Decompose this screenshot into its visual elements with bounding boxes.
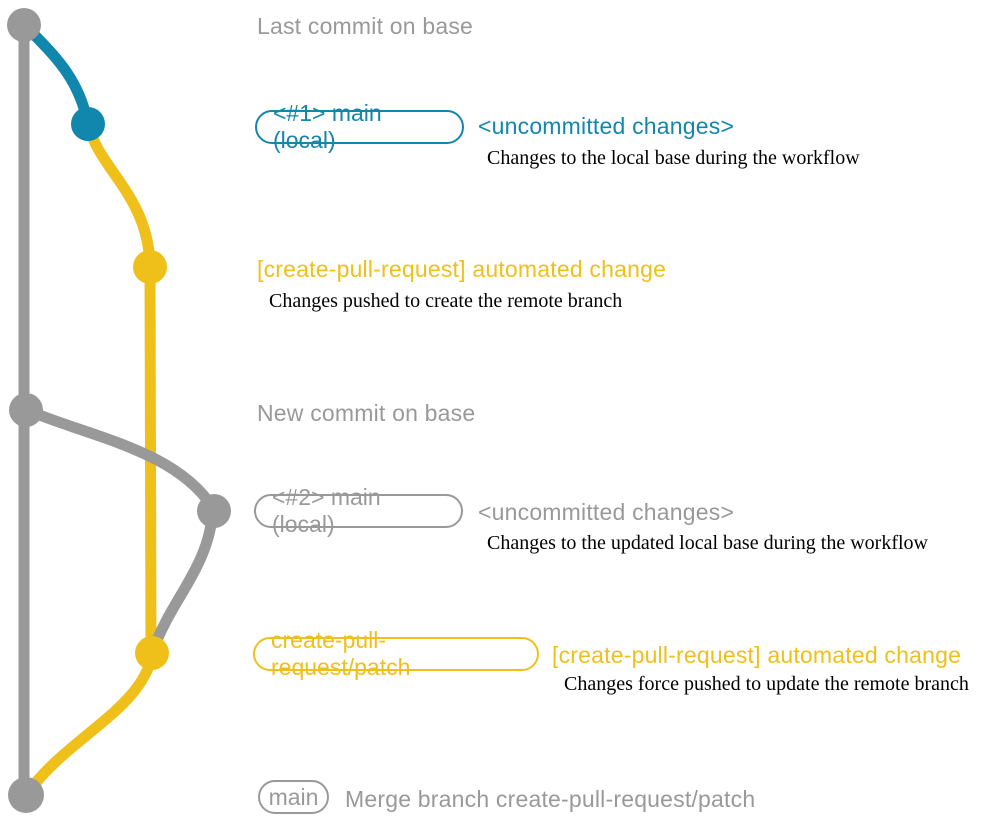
commit-node-patch-2 — [135, 636, 169, 670]
detail-updated-local-base-changes: Changes to the updated local base during… — [487, 532, 928, 554]
note-uncommitted-changes-1: <uncommitted changes> — [478, 113, 735, 139]
heading-automated-change-2: [create-pull-request] automated change — [552, 642, 962, 668]
detail-changes-pushed: Changes pushed to create the remote bran… — [269, 290, 623, 312]
merge-edge — [22, 648, 158, 799]
badge-main-local-1: <#1> main (local) — [255, 100, 464, 153]
badge-patch-branch: create-pull-request/patch — [253, 627, 539, 680]
badge-main: main — [258, 780, 329, 814]
heading-automated-change-1: [create-pull-request] automated change — [257, 256, 667, 282]
updated-base-edge — [21, 404, 219, 654]
commit-node-local-main-1 — [71, 107, 105, 141]
commit-node-patch-1 — [133, 250, 167, 284]
git-graph — [7, 8, 231, 813]
commit-node-merge — [8, 777, 44, 813]
detail-local-base-changes: Changes to the local base during the wor… — [487, 147, 860, 169]
commit-node-base-new — [9, 393, 43, 427]
detail-changes-force-pushed: Changes force pushed to update the remot… — [564, 673, 969, 695]
label-merge-branch: Merge branch create-pull-request/patch — [345, 786, 756, 812]
commit-node-base-tip — [7, 8, 41, 42]
label-new-commit-on-base: New commit on base — [257, 400, 476, 426]
badge-main-local-2: <#2> main (local) — [254, 484, 463, 537]
patch-edge-1 — [82, 118, 156, 273]
label-last-commit-on-base: Last commit on base — [257, 13, 474, 39]
commit-node-local-main-2 — [197, 494, 231, 528]
note-uncommitted-changes-2: <uncommitted changes> — [478, 499, 735, 525]
